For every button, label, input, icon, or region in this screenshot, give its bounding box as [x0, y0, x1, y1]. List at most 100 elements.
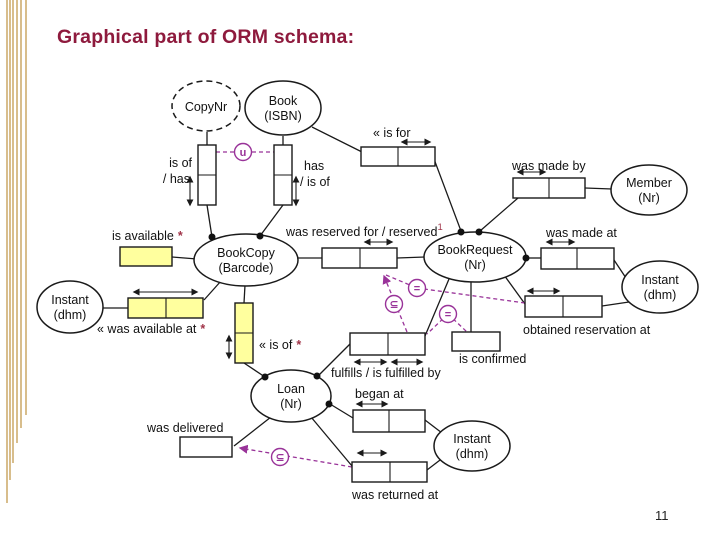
label-fulfills: fulfills / is fulfilled by [331, 366, 442, 380]
label-was-made-at: was made at [545, 226, 617, 240]
constraint-links [216, 151, 526, 468]
constraint-circles: u = ⊆ = ⊆ [233, 142, 458, 467]
role-is-for [360, 146, 436, 167]
label-has-is-of-2: / is of [300, 175, 330, 189]
svg-text:Member: Member [626, 176, 672, 190]
svg-text:(dhm): (dhm) [456, 447, 489, 461]
connector [424, 278, 450, 337]
svg-text:u: u [240, 147, 247, 159]
connector [584, 187, 613, 190]
label-is-confirmed: is confirmed [459, 352, 526, 366]
label-obtained-reservation-at: obtained reservation at [523, 323, 651, 337]
entity-instant-right: Instant (dhm) [621, 260, 699, 314]
connector [259, 204, 284, 237]
page-number: 11 [655, 508, 669, 523]
svg-text:(dhm): (dhm) [54, 308, 87, 322]
equality-link-2 [447, 313, 468, 333]
label-is-available: is available* [112, 229, 183, 243]
role-was-returned-at [351, 461, 428, 483]
role-loan-is-of [234, 302, 254, 364]
mandatory-dot [475, 228, 483, 236]
svg-text:Instant: Instant [51, 293, 89, 307]
slide-border-decoration [6, 0, 27, 503]
uniqueness-arrows [132, 138, 576, 457]
entity-instant-bottom: Instant (dhm) [433, 420, 511, 472]
svg-text:(Nr): (Nr) [464, 258, 486, 272]
label-has-is-of: has [304, 159, 324, 173]
label-began-at: began at [355, 387, 404, 401]
svg-text:BookRequest: BookRequest [437, 243, 513, 257]
connector [203, 280, 222, 301]
connector [171, 256, 198, 260]
mandatory-dot [261, 373, 269, 381]
role-began-at [352, 409, 426, 433]
role-was-delivered [179, 436, 233, 458]
entity-instant-left: Instant (dhm) [36, 280, 104, 334]
connector [433, 158, 462, 232]
connector [243, 362, 266, 378]
label-was-reserved-for: was reserved for / reserved1 [285, 222, 443, 239]
svg-text:Book: Book [269, 94, 298, 108]
label-is-of-has: is of [169, 156, 192, 170]
mandatory-dot [313, 372, 321, 380]
svg-text:⊆: ⊆ [389, 299, 398, 311]
connector-lines [102, 126, 630, 471]
label-was-made-by: was made by [511, 159, 586, 173]
role-is-available [119, 246, 173, 267]
mandatory-dot [325, 400, 333, 408]
svg-text:=: = [414, 283, 420, 295]
role-copynr-is-of-has [197, 144, 217, 206]
entity-loan: Loan (Nr) [250, 369, 332, 423]
connector [311, 126, 363, 153]
entity-bookcopy: BookCopy (Barcode) [193, 233, 299, 287]
fact-labels: is of / has has / is of « is for was mad… [97, 126, 651, 502]
connector [424, 419, 443, 434]
subset-constraint-2: ⊆ [270, 447, 290, 467]
connector [503, 274, 526, 305]
role-obtained-reservation-at [524, 295, 603, 318]
svg-text:BookCopy: BookCopy [217, 246, 275, 260]
svg-text:(Barcode): (Barcode) [219, 261, 274, 275]
mandatory-role-dots [208, 228, 530, 408]
entity-book: Book (ISBN) [244, 80, 322, 136]
label-is-for: « is for [373, 126, 411, 140]
label-was-available-at: « was available at* [97, 322, 205, 336]
entity-copynr: CopyNr [171, 80, 241, 132]
label-loan-is-of: « is of* [259, 338, 301, 352]
connector [329, 403, 354, 419]
connector [479, 197, 519, 232]
connector [233, 416, 272, 447]
label-was-delivered: was delivered [146, 421, 223, 435]
role-was-made-at [540, 247, 615, 270]
label-was-returned-at: was returned at [351, 488, 439, 502]
svg-text:=: = [445, 309, 451, 321]
mandatory-dot [522, 254, 530, 262]
svg-text:Loan: Loan [277, 382, 305, 396]
role-was-made-by [512, 177, 586, 199]
connector [317, 343, 351, 377]
equality-constraint-1: = [407, 278, 427, 298]
subset-constraint-1: ⊆ [384, 294, 404, 314]
subset-link-2 [238, 444, 353, 468]
mandatory-dot [457, 228, 465, 236]
connector [310, 416, 353, 467]
connector [206, 204, 213, 238]
connector [396, 256, 426, 259]
slide-title: Graphical part of ORM schema: [57, 26, 355, 48]
external-uniqueness-constraint: u [233, 142, 253, 162]
equality-constraint-2: = [438, 304, 458, 324]
entity-bookrequest: BookRequest (Nr) [423, 231, 527, 283]
role-book-has-is-of [273, 144, 293, 206]
role-was-available-at [127, 297, 204, 319]
mandatory-dot [256, 232, 264, 240]
connector [243, 284, 246, 304]
svg-text:(ISBN): (ISBN) [264, 109, 302, 123]
svg-text:Instant: Instant [641, 273, 679, 287]
svg-text:(dhm): (dhm) [644, 288, 677, 302]
mandatory-dot [208, 233, 216, 241]
svg-text:(Nr): (Nr) [280, 397, 302, 411]
svg-text:⊆: ⊆ [275, 452, 284, 464]
svg-text:Instant: Instant [453, 432, 491, 446]
